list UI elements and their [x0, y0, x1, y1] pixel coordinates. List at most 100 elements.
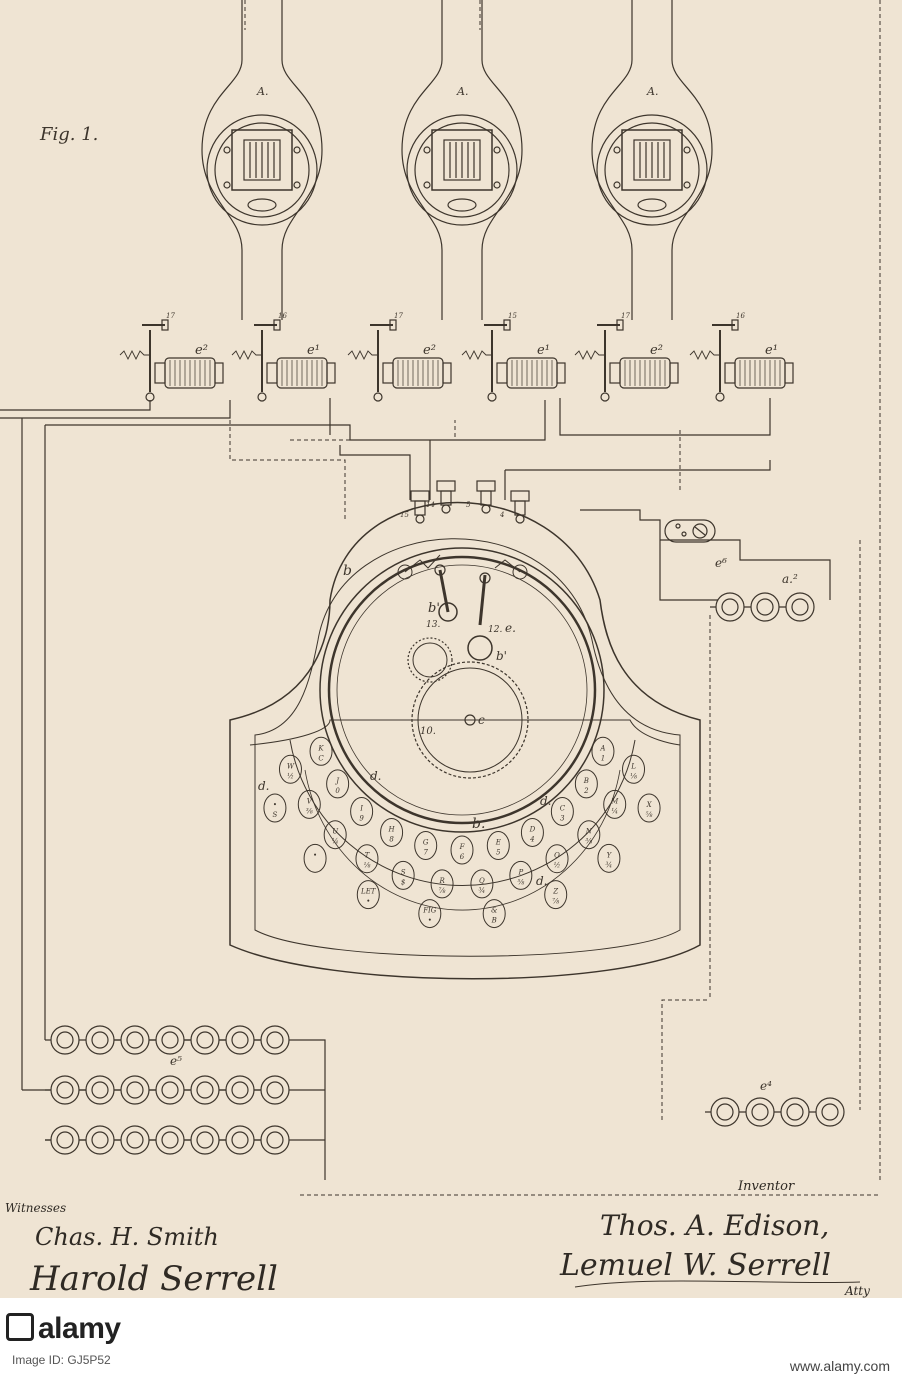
key-LET: LET • — [357, 881, 379, 909]
terminal-number: 15 — [508, 312, 517, 320]
key-bottom: 6 — [460, 853, 465, 861]
key-bottom: ⅞ — [552, 898, 559, 906]
key-C: C3 — [551, 797, 573, 825]
key-•: • — [304, 844, 326, 872]
key-top: X — [646, 801, 653, 809]
key-top: A — [599, 744, 605, 752]
magnet-label: e² — [423, 343, 436, 358]
key-J: J0 — [327, 770, 349, 798]
battery-e5-row-2 — [45, 1076, 289, 1104]
key-P: P⅝ — [510, 861, 532, 889]
instrument-1: A. — [202, 0, 322, 320]
label-gear-b2: b' — [496, 649, 507, 663]
switch-e6 — [665, 520, 715, 542]
key-top: O — [554, 852, 560, 860]
figure-title: Fig. 1. — [39, 124, 98, 145]
key-H: H8 — [381, 818, 403, 846]
label-gear-b: b' — [428, 601, 440, 616]
witness-2-signature: Harold Serrell — [29, 1259, 278, 1298]
key-bottom: 8 — [389, 835, 394, 843]
key-G: G7 — [415, 832, 437, 860]
key-I: I9 — [351, 797, 373, 825]
key-bottom: ⅝ — [517, 878, 524, 886]
terminal-number: 17 — [166, 312, 175, 320]
key-F: F6 — [451, 836, 473, 864]
binding-post-4: 4 — [499, 491, 529, 523]
label-battery-e4: e⁴ — [760, 1079, 772, 1093]
magnet-label: e² — [650, 343, 663, 358]
key-top: G — [423, 839, 429, 847]
site-url: www.alamy.com — [790, 1358, 890, 1374]
instrument-label: A. — [456, 85, 468, 98]
key-bottom: ⅞ — [439, 887, 446, 895]
label-switch-e6: e⁶ — [715, 556, 727, 570]
key-bottom: 1 — [601, 754, 605, 762]
instrument-label: A. — [646, 85, 658, 98]
label-b-bottom: b. — [472, 816, 485, 832]
key-top: C — [560, 804, 566, 812]
magnet-label: e² — [195, 343, 208, 358]
label-key-d1: d. — [258, 779, 270, 793]
key-bottom: ½ — [287, 772, 294, 780]
label-e: e. — [505, 621, 516, 635]
key-L: L⅛ — [623, 755, 645, 783]
key-top: F — [459, 843, 466, 851]
key-bottom: • — [366, 898, 370, 906]
key-top: L — [630, 762, 636, 770]
key-•: •S — [264, 794, 286, 822]
terminal-number: 16 — [736, 312, 745, 320]
stock-footer: alamy Image ID: GJ5P52 www.alamy.com — [0, 1298, 902, 1390]
key-R: R⅞ — [431, 870, 453, 898]
attorney-signature: Lemuel W. Serrell — [559, 1248, 831, 1283]
key-top: N — [585, 828, 593, 836]
image-id: Image ID: GJ5P52 — [12, 1353, 111, 1367]
magnet-5: e² 17 — [575, 312, 678, 401]
magnet-4: e¹15 — [462, 312, 565, 401]
key-bottom: ¾ — [479, 887, 486, 895]
key-D: D4 — [521, 818, 543, 846]
key-top: • — [273, 801, 277, 809]
key-U: U¼ — [324, 821, 346, 849]
key-bottom: B — [491, 917, 497, 925]
magnet-3: e²17 — [348, 312, 451, 401]
gear-train — [398, 555, 528, 778]
magnet-row: e²17e¹16e²17e¹15e²17e¹16 — [120, 312, 793, 401]
key-bottom: 7 — [423, 849, 428, 857]
key-top: D — [529, 825, 536, 833]
alamy-logo: alamy — [6, 1312, 121, 1346]
key-top: Z — [552, 888, 558, 896]
batteries — [45, 593, 844, 1154]
binding-post-3: 5 — [466, 481, 495, 513]
key-top: P — [517, 868, 523, 876]
binding-post-1: 15 — [400, 491, 429, 523]
key-K: KC — [310, 737, 332, 765]
magnet-label: e¹ — [307, 343, 320, 358]
key-top: • — [313, 851, 317, 859]
key-top: FIG — [422, 907, 437, 915]
label-13: 13. — [426, 620, 440, 630]
key-bottom: 4 — [529, 835, 534, 843]
key-top: LET — [360, 888, 377, 896]
key-top: H — [388, 825, 396, 833]
witness-1-signature: Chas. H. Smith — [35, 1223, 219, 1251]
key-bottom: ¼ — [332, 838, 339, 846]
key-top: W — [287, 762, 295, 770]
instrument-2: A. — [402, 0, 522, 320]
signature-block: Witnesses Chas. H. Smith Harold Serrell … — [5, 1179, 870, 1298]
key-bottom: ½ — [554, 862, 561, 870]
label-key-d3: d. — [540, 794, 552, 808]
key-top: R — [438, 877, 445, 885]
diagram-canvas: Fig. 1. A.A.A. e²17e¹16e²17e¹15e²17e¹16 — [0, 0, 902, 1298]
post-number: 14 — [426, 501, 435, 509]
key-O: O½ — [546, 845, 568, 873]
transmitter-case — [230, 503, 700, 979]
key-T: T⅛ — [356, 845, 378, 873]
post-number: 15 — [400, 511, 409, 519]
key-bottom: 0 — [335, 787, 340, 795]
battery-e5-row-3 — [45, 1126, 289, 1154]
attorney-suffix: Atty — [844, 1284, 870, 1298]
key-bottom: C — [318, 754, 324, 762]
key-bottom: ⅜ — [585, 838, 592, 846]
key-top: Q — [479, 877, 485, 885]
terminal-number: 17 — [621, 312, 630, 320]
